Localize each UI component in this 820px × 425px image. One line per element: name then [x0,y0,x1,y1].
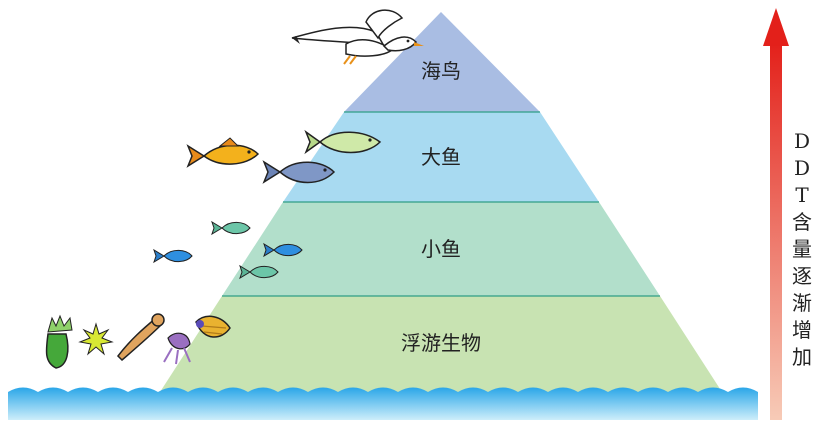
water-waves [8,387,758,420]
ddt-label-char: 逐 [792,264,812,288]
pyramid-label-small-fish: 小鱼 [421,237,461,261]
plankton-shell-icon [195,315,231,338]
ddt-label-char: D [794,156,810,180]
pyramid-level-small-fish [222,202,660,296]
big-fish-orange-icon [186,137,260,168]
ddt-label-char: T [795,183,809,207]
ddt-label-char: 渐 [792,291,812,315]
plankton-long-icon [117,313,165,362]
small-fish-icon [263,242,303,258]
ddt-label-char: 含 [792,210,812,234]
ddt-increase-arrow [763,8,789,420]
pyramid-label-plankton: 浮游生物 [401,331,481,355]
pyramid-level-plankton [160,296,722,392]
small-fish-icon [239,264,279,280]
ddt-label-char: 加 [792,345,812,369]
big-fish-blue-icon [262,160,336,184]
ddt-label-char: 增 [792,318,812,342]
plankton-purple-icon [163,332,191,365]
big-fish-green-icon [304,129,382,155]
food-pyramid: 海鸟 大鱼 小鱼 浮游生物 [160,12,722,392]
pyramid-label-big-fish: 大鱼 [421,145,461,169]
seagull-icon [291,9,424,65]
plankton-green-cylinder-icon [45,314,73,369]
ddt-label-char: 量 [792,237,812,261]
small-fish-icon [153,248,193,264]
plankton-star-icon [78,322,114,356]
pyramid-label-seabird: 海鸟 [421,59,461,83]
ddt-label-char: D [794,129,810,153]
pyramid-level-seabird [344,12,540,112]
small-fish-icon [211,220,251,236]
